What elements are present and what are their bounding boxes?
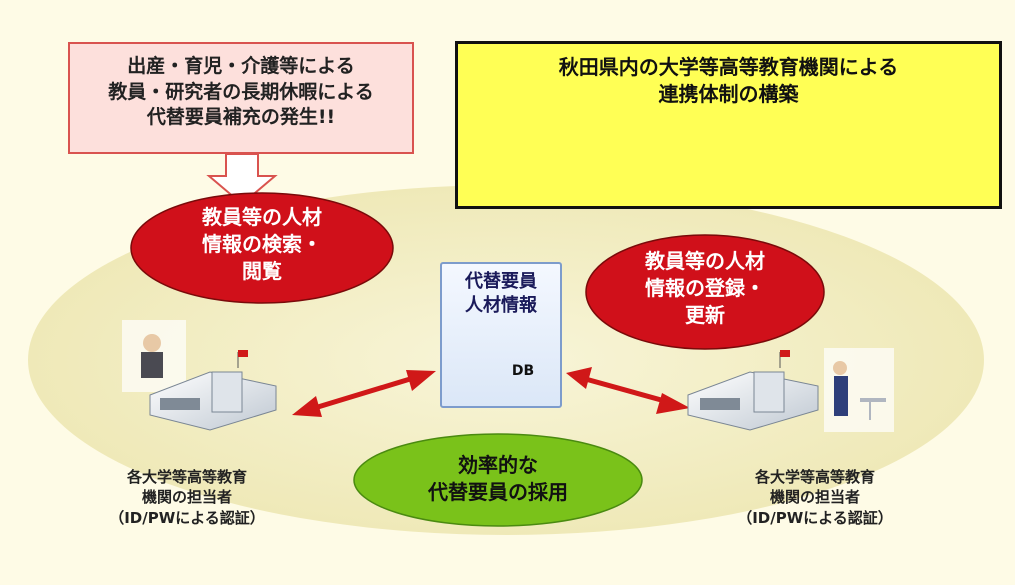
register-line-1: 教員等の人材 bbox=[645, 249, 765, 273]
event-box: 出産・育児・介護等による 教員・研究者の長期休暇による 代替要員補充の発生!! bbox=[68, 42, 414, 154]
register-bubble-shape bbox=[585, 234, 825, 350]
right-user-label: 各大学等高等教育 機関の担当者 （ID/PWによる認証） bbox=[720, 467, 910, 528]
search-bubble-label: 教員等の人材 情報の検索・ 閲覧 bbox=[142, 204, 382, 285]
event-line-2: 教員・研究者の長期休暇による bbox=[108, 80, 374, 103]
left-user-line-1: 各大学等高等教育 bbox=[126, 468, 247, 486]
left-user-line-2: 機関の担当者 bbox=[141, 488, 232, 507]
hiring-line-2: 代替要員の採用 bbox=[428, 480, 568, 504]
database-label: DB bbox=[511, 363, 535, 379]
cooperation-box: 秋田県内の大学等高等教育機関による 連携体制の構築 bbox=[455, 41, 1002, 209]
event-line-1: 出産・育児・介護等による bbox=[127, 55, 355, 77]
database-title: 代替要員 人材情報 bbox=[442, 270, 560, 319]
database-panel: 代替要員 人材情報 bbox=[440, 262, 562, 408]
left-user-line-3: （ID/PWによる認証） bbox=[109, 508, 265, 527]
left-user-label: 各大学等高等教育 機関の担当者 （ID/PWによる認証） bbox=[92, 467, 282, 528]
database-line-2: 人材情報 bbox=[465, 295, 537, 317]
cooperation-line-2: 連携体制の構築 bbox=[658, 82, 799, 106]
register-bubble-label: 教員等の人材 情報の登録・ 更新 bbox=[595, 248, 815, 329]
right-user-line-1: 各大学等高等教育 bbox=[754, 468, 875, 486]
right-user-line-2: 機関の担当者 bbox=[769, 488, 860, 507]
search-line-3: 閲覧 bbox=[242, 259, 282, 283]
left-building-icon bbox=[122, 320, 277, 431]
event-text: 出産・育児・介護等による 教員・研究者の長期休暇による 代替要員補充の発生!! bbox=[70, 54, 412, 131]
left-double-arrow-icon bbox=[292, 370, 436, 417]
search-line-2: 情報の検索・ bbox=[202, 232, 322, 256]
right-user-line-3: （ID/PWによる認証） bbox=[737, 508, 893, 527]
right-double-arrow-icon bbox=[566, 367, 690, 414]
hiring-bubble-shape bbox=[353, 433, 643, 527]
hiring-bubble-label: 効率的な 代替要員の採用 bbox=[378, 452, 618, 506]
hiring-line-1: 効率的な bbox=[458, 453, 538, 477]
database-line-1: 代替要員 bbox=[465, 271, 537, 292]
event-line-3: 代替要員補充の発生!! bbox=[146, 106, 336, 129]
search-bubble-shape bbox=[130, 192, 394, 304]
down-arrow-icon bbox=[206, 153, 278, 206]
register-line-3: 更新 bbox=[685, 303, 725, 327]
cooperation-text: 秋田県内の大学等高等教育機関による 連携体制の構築 bbox=[458, 54, 999, 108]
right-building-icon bbox=[687, 348, 894, 432]
search-line-1: 教員等の人材 bbox=[202, 205, 322, 229]
cooperation-line-1: 秋田県内の大学等高等教育機関による bbox=[558, 55, 899, 79]
register-line-2: 情報の登録・ bbox=[645, 276, 765, 300]
